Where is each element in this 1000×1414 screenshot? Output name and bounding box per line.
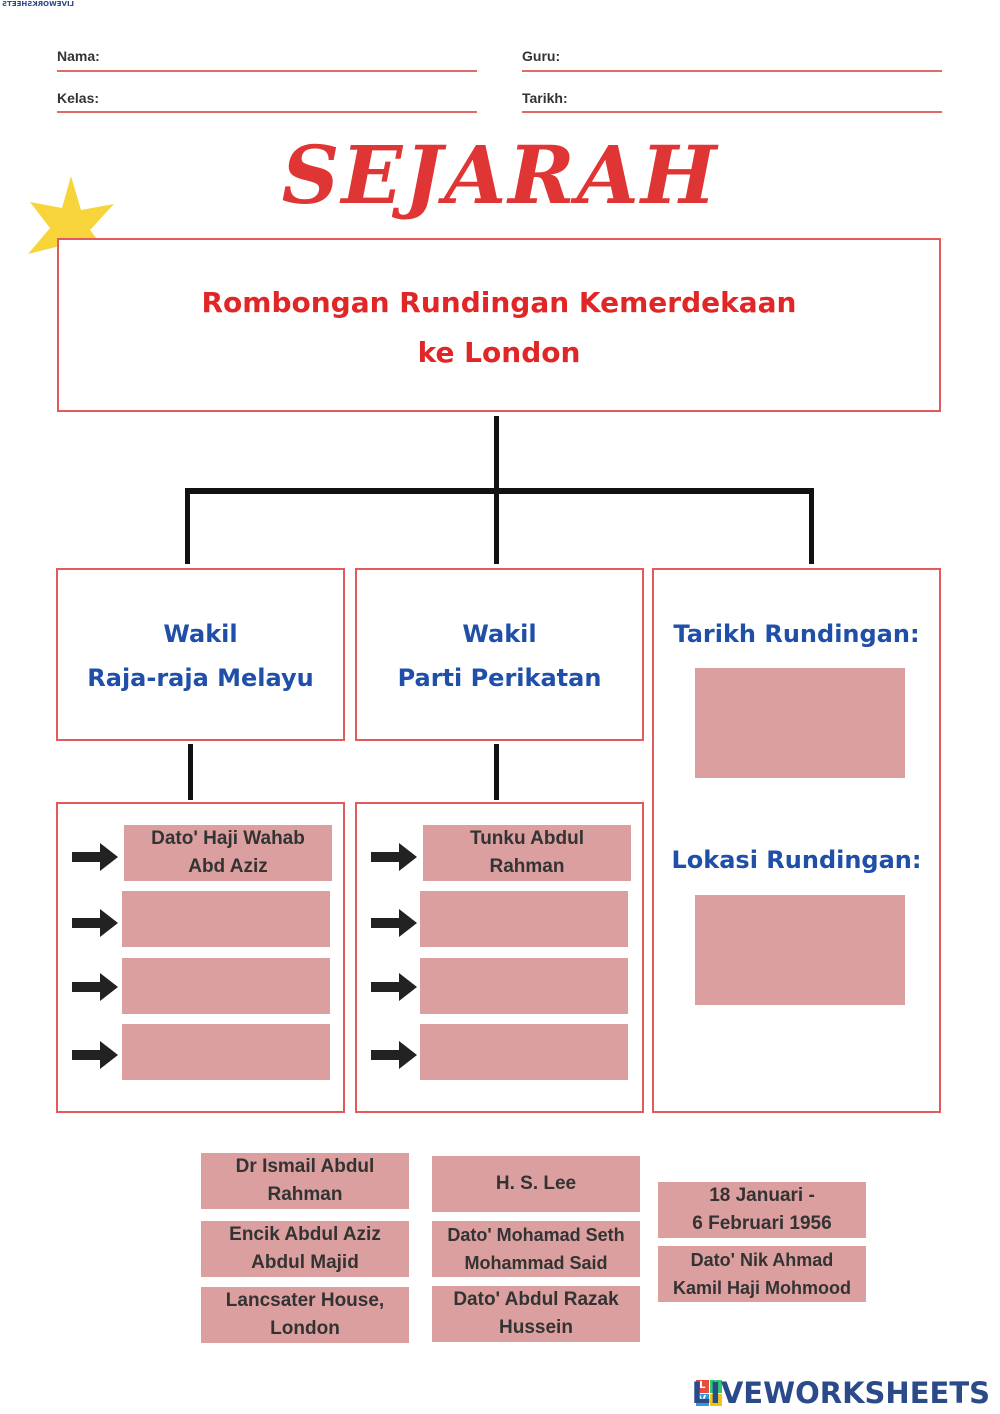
raja-heading-line1: Wakil [163, 620, 238, 648]
main-topic-box: Rombongan Rundingan Kemerdekaan ke Londo… [57, 238, 941, 412]
arrow-right-icon [371, 973, 417, 1001]
raja-slot-3[interactable] [122, 958, 330, 1014]
raja-heading-box: Wakil Raja-raja Melayu [56, 568, 345, 741]
arrow-right-icon [72, 843, 118, 871]
answer-chip[interactable]: Dato' Abdul Razak Hussein [432, 1286, 640, 1342]
main-topic-line2: ke London [417, 336, 581, 369]
guru-label: Guru: [522, 48, 561, 64]
connector-raja-list [188, 744, 193, 800]
liveworksheets-logo-icon: L I V E [696, 1380, 722, 1406]
raja-slot-1[interactable]: Dato' Haji Wahab Abd Aziz [124, 825, 332, 881]
answer-chip[interactable]: Lancsater House, London [201, 1287, 409, 1343]
raja-slot-4[interactable] [122, 1024, 330, 1080]
connector-trunk [494, 416, 499, 491]
connector-middle [494, 488, 499, 564]
answer-chip[interactable]: Encik Abdul Aziz Abdul Majid [201, 1221, 409, 1277]
parti-heading-line1: Wakil [462, 620, 537, 648]
nama-label: Nama: [57, 48, 100, 64]
tarikh-label: Tarikh: [522, 90, 568, 106]
parti-slot-3[interactable] [420, 958, 628, 1014]
answer-chip[interactable]: H. S. Lee [432, 1156, 640, 1212]
connector-right [809, 488, 814, 564]
raja-heading-line2: Raja-raja Melayu [87, 664, 314, 692]
kelas-label: Kelas: [57, 90, 100, 106]
page-title: SEJARAH [281, 128, 719, 222]
connector-parti-list [494, 744, 499, 800]
kelas-field[interactable] [57, 111, 477, 113]
guru-field[interactable] [522, 70, 942, 72]
info-box: Tarikh Rundingan: Lokasi Rundingan: [652, 568, 941, 1113]
arrow-right-icon [72, 1041, 118, 1069]
answer-chip[interactable]: Dr Ismail Abdul Rahman [201, 1153, 409, 1209]
connector-left [185, 488, 190, 564]
connector-branch [185, 488, 814, 494]
parti-heading-line2: Parti Perikatan [397, 664, 602, 692]
nama-field[interactable] [57, 70, 477, 72]
main-topic-line1: Rombongan Rundingan Kemerdekaan [201, 286, 797, 319]
parti-heading-box: Wakil Parti Perikatan [355, 568, 644, 741]
arrow-right-icon [72, 909, 118, 937]
small-watermark: LIVEWORKSHEETS [2, 0, 75, 8]
brand-wordmark: LIVEWORKSHEETS [691, 1376, 990, 1410]
arrow-right-icon [371, 1041, 417, 1069]
parti-slot-2[interactable] [420, 891, 628, 947]
answer-chip[interactable]: Dato' Nik Ahmad Kamil Haji Mohmood [658, 1246, 866, 1302]
answer-chip[interactable]: 18 Januari - 6 Februari 1956 [658, 1182, 866, 1238]
arrow-right-icon [72, 973, 118, 1001]
tarikh-rundingan-heading: Tarikh Rundingan: [673, 620, 920, 648]
parti-slot-1[interactable]: Tunku Abdul Rahman [423, 825, 631, 881]
arrow-right-icon [371, 843, 417, 871]
answer-chip[interactable]: Dato' Mohamad Seth Mohammad Said [432, 1221, 640, 1277]
lokasi-rundingan-dropzone[interactable] [695, 895, 905, 1005]
parti-slot-4[interactable] [420, 1024, 628, 1080]
lokasi-rundingan-heading: Lokasi Rundingan: [671, 846, 922, 874]
tarikh-field[interactable] [522, 111, 942, 113]
raja-slot-2[interactable] [122, 891, 330, 947]
arrow-right-icon [371, 909, 417, 937]
tarikh-rundingan-dropzone[interactable] [695, 668, 905, 778]
